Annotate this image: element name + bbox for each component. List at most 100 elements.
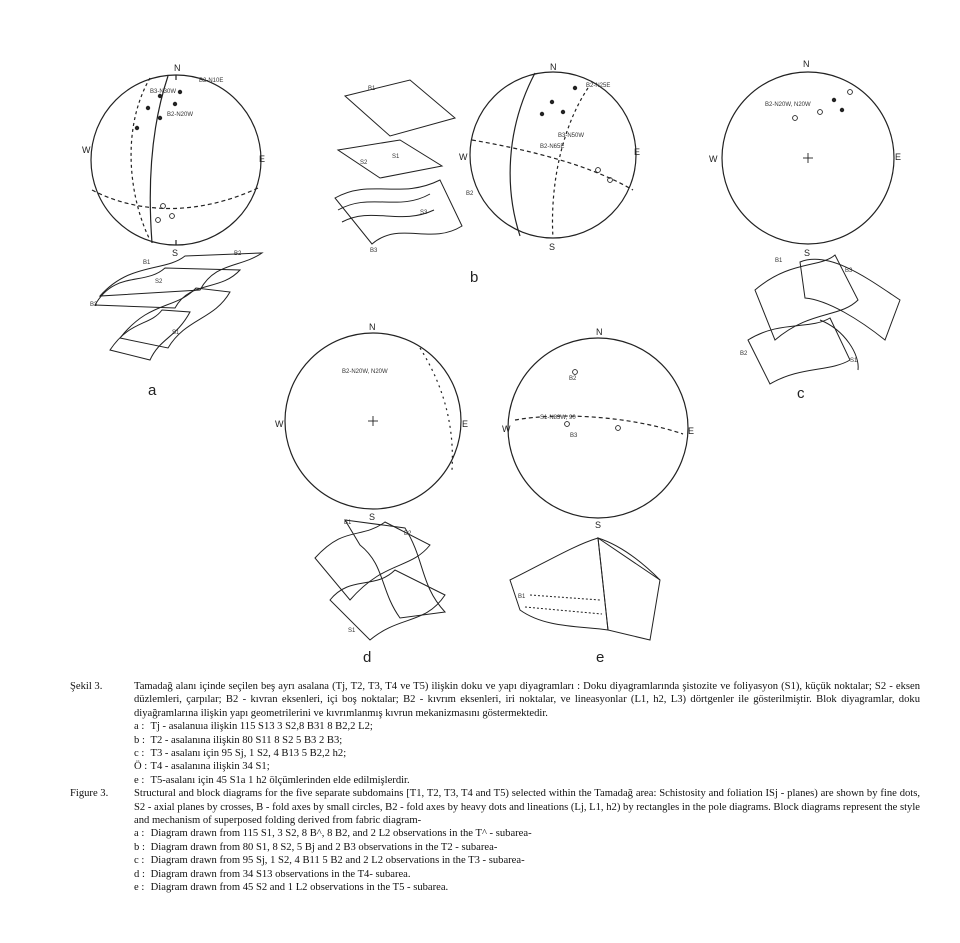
- stereonet-d-north-label: N: [369, 322, 376, 332]
- stereonet-d-south-label: S: [369, 512, 375, 522]
- stereonet-a-label: B2-N10E: [199, 78, 223, 84]
- caption-en-lead: Figure 3.: [70, 788, 109, 800]
- stereonet-c-west-label: W: [709, 154, 718, 164]
- caption-tr-lead: Şekil 3.: [70, 681, 103, 692]
- caption-item-key: d :: [134, 868, 145, 880]
- block-a-label: S2: [155, 279, 163, 285]
- stereonet-d: [284, 332, 462, 510]
- stereonet-a-north-label: N: [174, 63, 181, 73]
- block-diagram-e: [509, 536, 661, 641]
- stereonet-b-west-label: W: [459, 152, 468, 162]
- stereonet-e-label: B3: [570, 433, 578, 439]
- stereonet-c-east-label: E: [895, 152, 901, 162]
- caption-item-key: b :: [134, 734, 145, 746]
- stereonet-b-label: B2-N25E: [586, 83, 610, 89]
- block-b-label: B1: [368, 86, 376, 92]
- caption-item-key: e :: [134, 774, 145, 786]
- stereonet-a-east-label: E: [259, 154, 265, 164]
- stereonet-a: [90, 74, 262, 246]
- block-c-label: B3: [845, 268, 853, 274]
- stereonet-e: [507, 337, 689, 519]
- panel-a-letter: a: [148, 382, 157, 399]
- caption-item-text: T5-asalanı için 45 S1a 1 h2 ölçümlerinde…: [150, 774, 410, 786]
- panel-c-letter: c: [797, 385, 805, 402]
- stereonet-e-west-label: W: [502, 424, 511, 434]
- stereonet-d-east-label: E: [462, 419, 468, 429]
- block-diagram-a: [94, 252, 264, 361]
- caption-tr-item: a : Tj - asalanuıa ilişkin 115 S13 3 S2,…: [70, 720, 920, 733]
- caption-item-key: b :: [134, 841, 145, 853]
- block-a-label: B3: [90, 302, 98, 308]
- stereonet-c-label: B2-N20W, N20W: [765, 102, 811, 108]
- block-b-label: S3: [420, 210, 428, 216]
- caption-en-item: e : Diagram drawn from 45 S2 and 1 L2 ob…: [70, 881, 920, 894]
- panel-e-letter: e: [596, 649, 604, 665]
- block-a-label: B1: [143, 260, 151, 266]
- stereonet-b-label: B2-N65E: [540, 144, 564, 150]
- caption-en-item: a : Diagram drawn from 115 S1, 3 S2, 8 B…: [70, 827, 920, 840]
- caption-item-text: T2 - asalanına ilişkin 80 S11 8 S2 5 B3 …: [150, 734, 343, 746]
- caption-tr-item: c : T3 - asalanı için 95 Sj, 1 S2, 4 B13…: [70, 747, 920, 760]
- stereonet-e-north-label: N: [596, 327, 603, 337]
- caption-tr-item: Ö : T4 - asalanına ilişkin 34 S1;: [70, 760, 920, 773]
- stereonet-b-north-label: N: [550, 62, 557, 72]
- stereonet-a-west-label: W: [82, 145, 91, 155]
- caption-en-item: b : Diagram drawn from 80 S1, 8 S2, 5 Bj…: [70, 841, 920, 854]
- block-diagram-c: [747, 254, 901, 385]
- block-diagram-b: [334, 79, 463, 245]
- stereonet-e-south-label: S: [595, 520, 601, 530]
- stereonet-a-label: B2-N20W: [167, 112, 193, 118]
- figure-caption: Şekil 3. Tamadağ alanı içinde seçilen be…: [70, 680, 920, 895]
- panel-d-letter: d: [363, 649, 371, 665]
- caption-item-key: a :: [134, 721, 145, 733]
- caption-item-key: e :: [134, 882, 145, 894]
- caption-item-text: Diagram drawn from 45 S2 and 1 L2 observ…: [150, 882, 449, 894]
- caption-item-text: Diagram drawn from 95 Sj, 1 S2, 4 B11 5 …: [150, 855, 525, 867]
- block-d-label: B2: [404, 531, 412, 537]
- caption-en-item: c : Diagram drawn from 95 Sj, 1 S2, 4 B1…: [70, 854, 920, 867]
- block-c-label: B2: [740, 351, 748, 357]
- stereonet-c-south-label: S: [804, 248, 810, 258]
- caption-item-key: a :: [134, 828, 145, 840]
- caption-en-body: Structural and block diagrams for the fi…: [134, 788, 920, 827]
- block-a-label: B2: [234, 251, 242, 257]
- block-b-label: S2: [360, 160, 368, 166]
- block-b-label: B3: [370, 248, 378, 254]
- caption-item-text: Diagram drawn from 34 S13 observations i…: [150, 868, 411, 880]
- caption-tr-body: Tamadağ alanı içinde seçilen beş ayrı as…: [134, 681, 920, 719]
- block-c-label: B1: [775, 258, 783, 264]
- stereonet-b-east-label: E: [634, 147, 640, 157]
- stereonet-e-label: S1-N83W, 90: [540, 415, 576, 421]
- caption-item-text: Tj - asalanuıa ilişkin 115 S13 3 S2,8 B3…: [150, 721, 373, 733]
- stereonet-e-label: B2: [569, 376, 577, 382]
- stereonet-b-label: B3-N50W: [558, 133, 584, 139]
- stereonet-c: [721, 71, 895, 245]
- caption-tr-paragraph: Şekil 3. Tamadağ alanı içinde seçilen be…: [70, 680, 920, 720]
- block-b-label: S1: [392, 154, 400, 160]
- stereonet-c-north-label: N: [803, 59, 810, 69]
- block-c-label: S1: [850, 358, 858, 364]
- block-e-label: B1: [518, 594, 526, 600]
- caption-tr-item: b : T2 - asalanına ilişkin 80 S11 8 S2 5…: [70, 734, 920, 747]
- stereonet-e-east-label: E: [688, 426, 694, 436]
- stereonet-d-label: B2-N20W, N20W: [342, 369, 388, 375]
- block-diagram-d: [314, 519, 447, 641]
- caption-tr-item: e : T5-asalanı için 45 S1a 1 h2 ölçümler…: [70, 774, 920, 787]
- stereonet-b-south-label: S: [549, 242, 555, 252]
- caption-item-text: T4 - asalanına ilişkin 34 S1;: [150, 761, 270, 773]
- figure-drawing: N S E W B2-N10E B3-N30W B2-N20W B1 B2 B3…: [82, 59, 901, 665]
- caption-item-text: T3 - asalanı için 95 Sj, 1 S2, 4 B13 5 B…: [150, 748, 347, 760]
- caption-item-key: c :: [134, 855, 145, 867]
- stereonet-a-south-label: S: [172, 248, 178, 258]
- caption-item-key: Ö :: [134, 761, 148, 773]
- block-a-label: S1: [172, 330, 180, 336]
- caption-item-text: Diagram drawn from 115 S1, 3 S2, 8 B^, 8…: [150, 828, 532, 840]
- panel-b-letter: b: [470, 269, 478, 286]
- stereonet-b: [469, 71, 637, 239]
- block-b-label: B2: [466, 191, 474, 197]
- stereonet-d-west-label: W: [275, 419, 284, 429]
- caption-en-item: d : Diagram drawn from 34 S13 observatio…: [70, 868, 920, 881]
- caption-item-key: c :: [134, 748, 145, 760]
- stereonet-a-label: B3-N30W: [150, 89, 176, 95]
- block-d-label: B1: [344, 520, 352, 526]
